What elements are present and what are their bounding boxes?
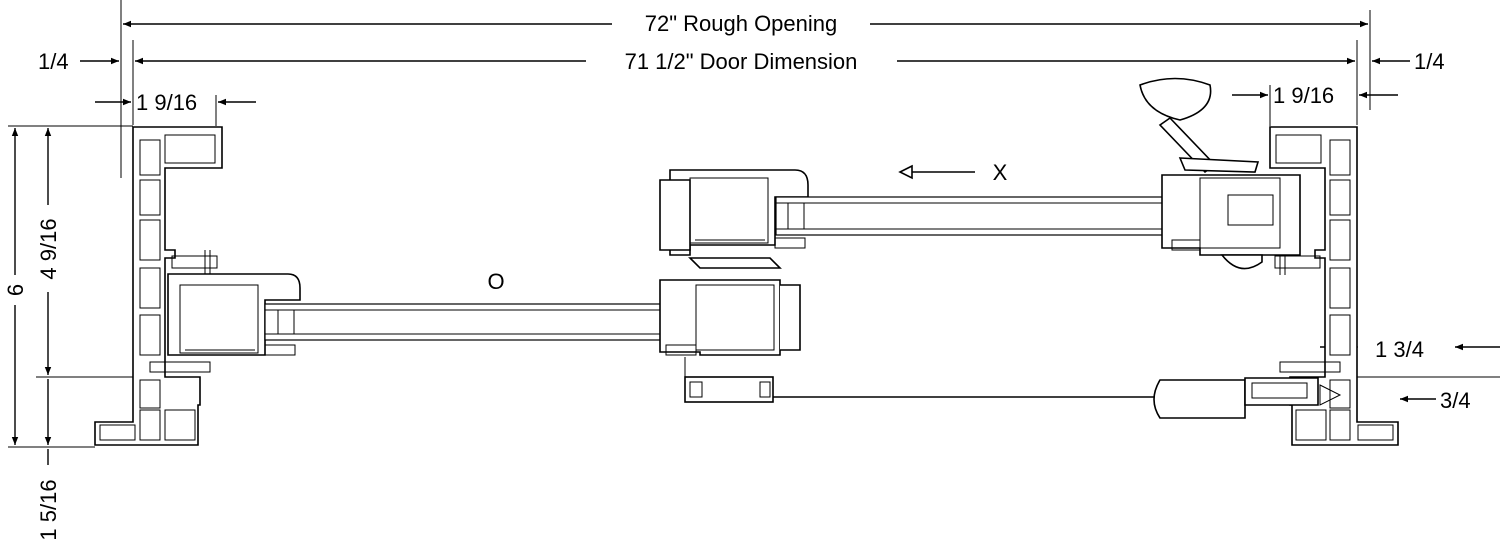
right-frame-dimension: 1 9/16 [1232,83,1398,108]
right-gap-label: 1/4 [1414,49,1445,74]
left-frame-label: 1 9/16 [136,90,197,115]
bottom-depth-dimension: 1 5/16 [36,379,61,541]
frame-depth-dimension: 4 9/16 [36,128,61,375]
rough-opening-dimension: 72" Rough Opening [123,11,1368,36]
frame-depth-label: 4 9/16 [36,218,61,279]
right-frame-label: 1 9/16 [1273,83,1334,108]
door-dimension-label: 71 1/2" Door Dimension [625,49,858,74]
door-dimension: 71 1/2" Door Dimension [135,49,1355,74]
bottom-depth-label: 1 5/16 [36,479,61,540]
operable-panel [659,169,1301,269]
fixed-panel-label: O [487,269,504,294]
fixed-panel [167,273,801,356]
left-frame-dimension: 1 9/16 [95,90,256,115]
left-jamb-frame [94,126,223,446]
right-depth-b-label: 3/4 [1440,388,1471,413]
left-gap-label: 1/4 [38,49,69,74]
operable-arrow [898,164,975,180]
overall-depth-label: 6 [3,284,28,296]
screen-panel [684,357,1342,419]
right-jamb-frame [1269,126,1399,446]
overall-depth-dimension: 6 [3,128,28,445]
rough-opening-label: 72" Rough Opening [645,11,838,36]
right-depth-dimension-a: 1 3/4 [1320,337,1500,362]
right-gap-dimension: 1/4 [1372,49,1445,74]
operable-panel-label: X [993,160,1008,185]
door-handle [1139,77,1263,270]
right-depth-a-label: 1 3/4 [1375,337,1424,362]
left-gap-dimension: 1/4 [38,49,119,74]
